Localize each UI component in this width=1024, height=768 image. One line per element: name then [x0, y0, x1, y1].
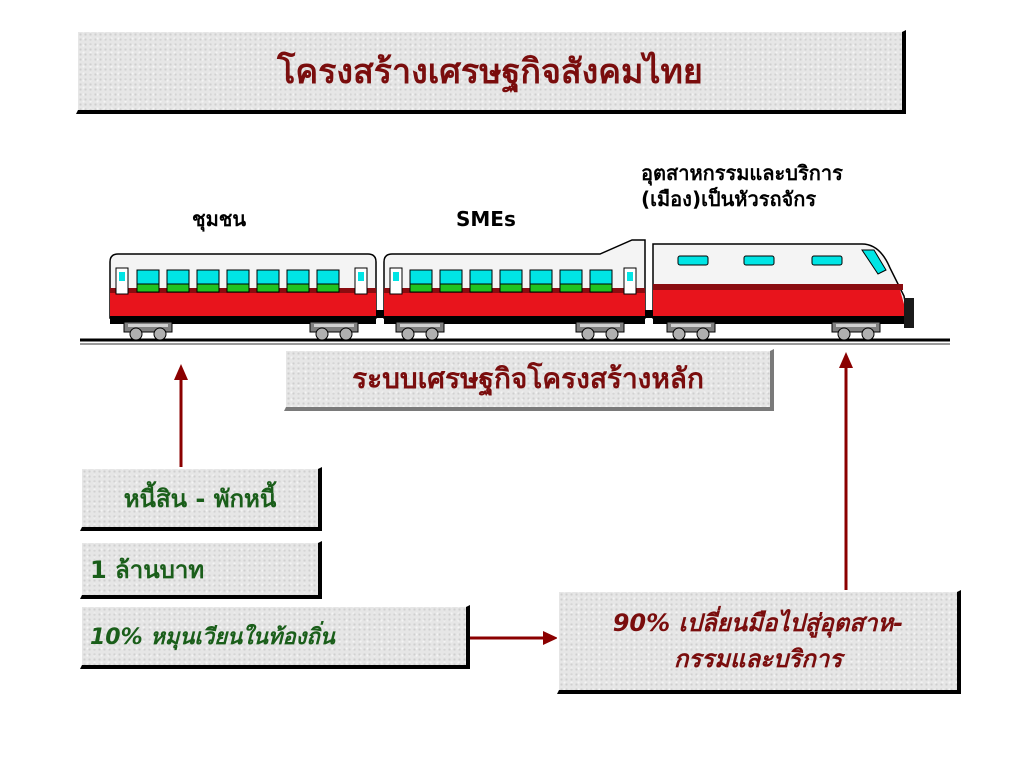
- core-economy-text: ระบบเศรษฐกิจโครงสร้างหลัก: [352, 362, 704, 395]
- arrow-to-locomotive: [839, 352, 853, 590]
- million-text: 1 ล้านบาท: [90, 555, 205, 584]
- industry-label-line1: อุตสาหกรรมและบริการ: [641, 161, 843, 185]
- core-economy-box: ระบบเศรษฐกิจโครงสร้างหลัก: [284, 349, 774, 411]
- to-industry-line1: 90% เปลี่ยนมือไปสู่อุตสาห-: [612, 609, 904, 637]
- to-industry-line2: กรรมและบริการ: [673, 645, 843, 673]
- page-title: โครงสร้างเศรษฐกิจสังคมไทย: [277, 52, 703, 92]
- industry-label-line2: (เมือง)เป็นหัวรถจักร: [641, 187, 817, 211]
- million-box: 1 ล้านบาท: [80, 541, 322, 599]
- to-industry-box: 90% เปลี่ยนมือไปสู่อุตสาห- กรรมและบริการ: [557, 590, 961, 694]
- community-label: ชุมชน: [192, 207, 247, 231]
- community-car: [109, 253, 377, 341]
- debt-text: หนี้สิน - พักหนี้: [123, 484, 277, 513]
- smes-car: [383, 239, 646, 341]
- arrow-to-community: [174, 364, 188, 467]
- title-banner: โครงสร้างเศรษฐกิจสังคมไทย: [76, 30, 906, 114]
- debt-box: หนี้สิน - พักหนี้: [80, 467, 322, 531]
- arrow-to-industry-box: [470, 631, 558, 645]
- local-circulation-box: 10% หมุนเวียนในท้องถิ่น: [80, 605, 470, 669]
- locomotive: [652, 243, 914, 341]
- industry-label: อุตสาหกรรมและบริการ (เมือง)เป็นหัวรถจักร: [641, 160, 843, 212]
- smes-label: SMEs: [456, 207, 516, 231]
- local-circulation-text: 10% หมุนเวียนในท้องถิ่น: [90, 624, 335, 650]
